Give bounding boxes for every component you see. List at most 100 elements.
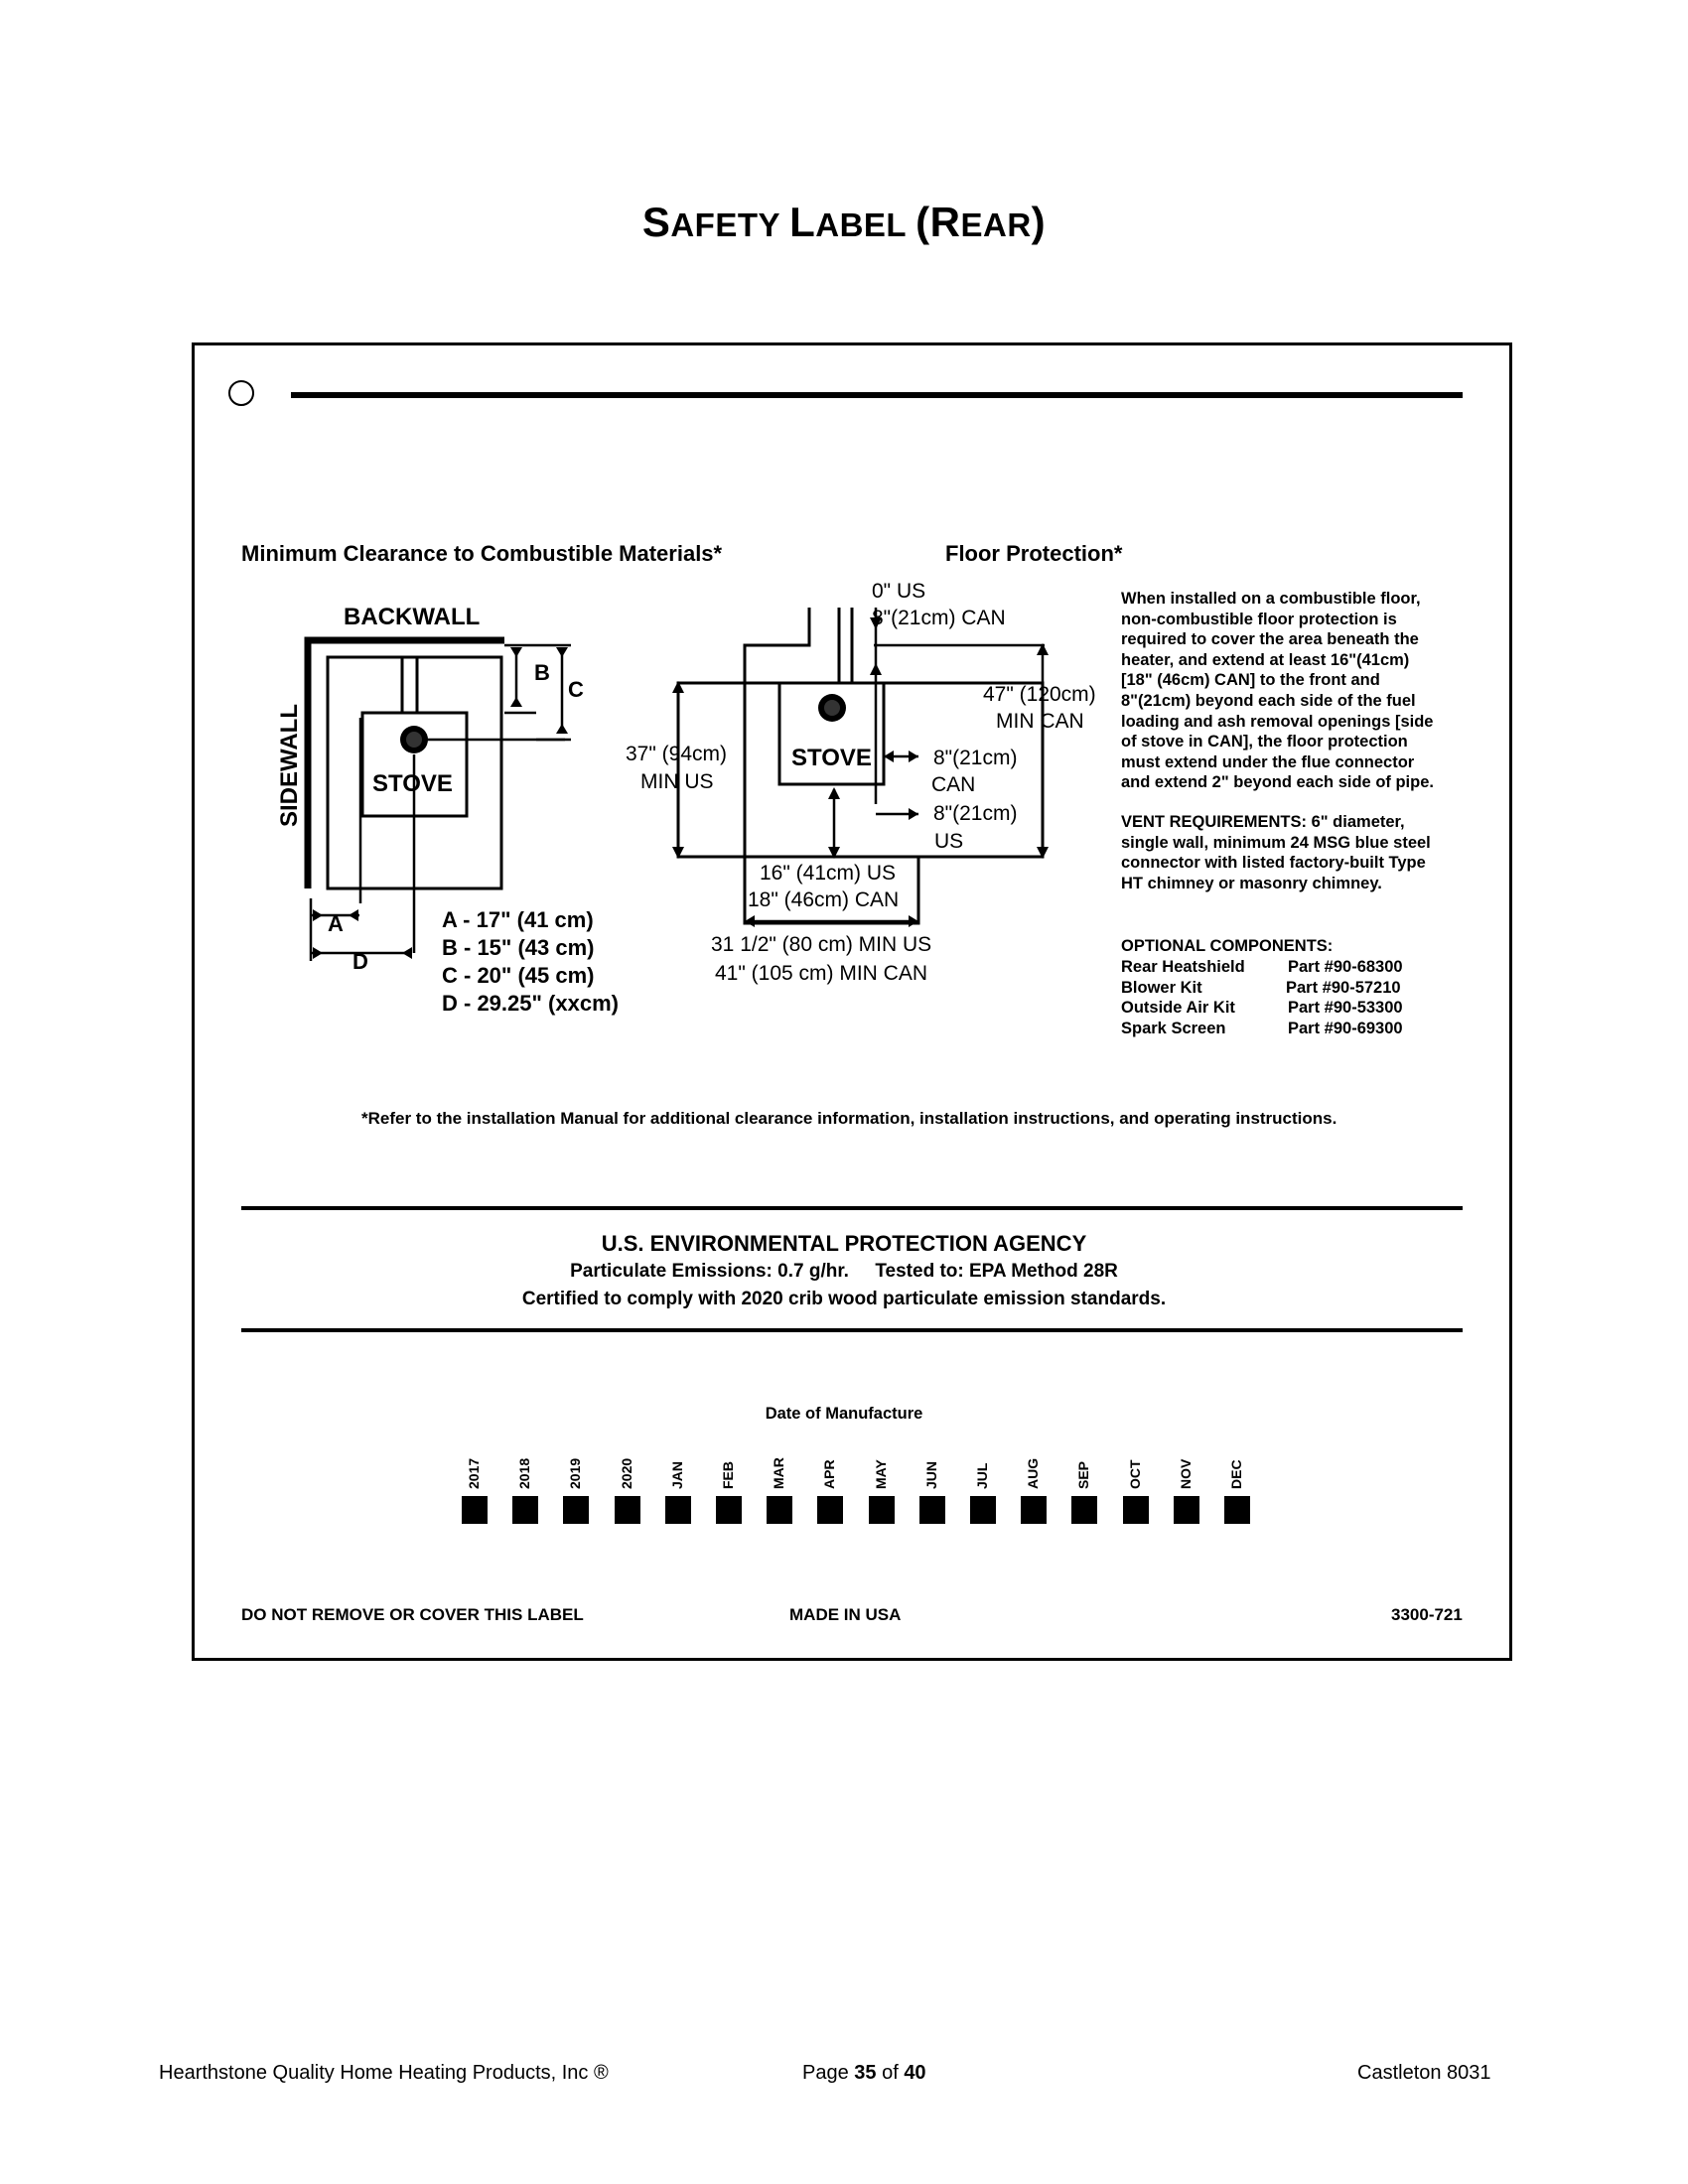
manufacture-punch-box[interactable] xyxy=(817,1496,844,1524)
manufacture-label: MAR xyxy=(771,1457,787,1489)
manufacture-punch-box[interactable] xyxy=(664,1496,691,1524)
manufacture-label: OCT xyxy=(1126,1459,1143,1489)
floor-width-can: 41" (105 cm) MIN CAN xyxy=(715,962,927,985)
floor-text-line: heater, and extend at least 16"(41cm) xyxy=(1121,650,1410,669)
floor-right-47: 47" (120cm) xyxy=(983,683,1096,706)
floor-text-line: [18" (46cm) CAN] to the front and xyxy=(1121,671,1380,690)
clearance-letter-b: B xyxy=(534,660,550,685)
manufacture-label: DEC xyxy=(1228,1459,1244,1489)
floor-left-37: 37" (94cm) xyxy=(626,743,727,765)
label-part-number: 3300-721 xyxy=(1391,1605,1463,1624)
floor-side-can-1: 8"(21cm) xyxy=(933,747,1018,769)
epa-emissions: Particulate Emissions: 0.7 g/hr. Tested … xyxy=(570,1261,1118,1282)
floor-text-line: 8"(21cm) beyond each side of the fuel xyxy=(1121,691,1416,710)
part-number: Part #90-57210 xyxy=(1286,978,1401,997)
floor-text-line: must extend under the flue connector xyxy=(1121,752,1415,771)
epa-agency: U.S. ENVIRONMENTAL PROTECTION AGENCY xyxy=(601,1231,1087,1256)
manufacture-punch-box[interactable] xyxy=(1173,1496,1199,1524)
floor-bottom-can: 18" (46cm) CAN xyxy=(748,888,900,911)
part-row: Rear Heatshield Part #90-68300 xyxy=(1121,957,1403,978)
clearance-stove-label: STOVE xyxy=(372,770,453,797)
floor-text-line: loading and ash removal openings [side xyxy=(1121,712,1434,731)
floor-protection-text: When installed on a combustible floor, n… xyxy=(1121,589,1434,793)
part-number: Part #90-68300 xyxy=(1288,958,1403,976)
manufacture-punch-box[interactable] xyxy=(868,1496,895,1524)
floor-left-min-us: MIN US xyxy=(640,770,714,793)
manufacture-punch-box[interactable] xyxy=(1021,1496,1048,1524)
part-row: Blower Kit Part #90-57210 xyxy=(1121,978,1403,999)
clearance-heading: Minimum Clearance to Combustible Materia… xyxy=(241,541,723,566)
manufacture-label: JAN xyxy=(668,1460,685,1489)
manufacture-label: 2019 xyxy=(567,1457,584,1489)
manufacture-label: AUG xyxy=(1025,1457,1042,1489)
vent-text-line: VENT REQUIREMENTS: 6" diameter, xyxy=(1121,813,1405,831)
manufacture-label: NOV xyxy=(1177,1458,1194,1489)
made-in-usa-text: MADE IN USA xyxy=(789,1605,902,1624)
legend-b: B - 15" (43 cm) xyxy=(442,935,595,960)
date-of-manufacture-title: Date of Manufacture xyxy=(765,1405,923,1423)
manufacture-punch-box[interactable] xyxy=(462,1496,488,1524)
floor-text-line: of stove in CAN], the floor protection xyxy=(1121,733,1408,751)
part-row: Spark Screen Part #90-69300 xyxy=(1121,1019,1403,1039)
manufacture-punch-box[interactable] xyxy=(918,1496,945,1524)
manufacture-label: 2020 xyxy=(618,1457,634,1489)
mounting-hole-icon xyxy=(228,380,254,406)
manufacture-punch-box[interactable] xyxy=(1071,1496,1098,1524)
manufacture-punch-box[interactable] xyxy=(970,1496,996,1524)
manufacture-label: APR xyxy=(821,1459,838,1489)
manufacture-punch-box[interactable] xyxy=(767,1496,793,1524)
clearance-letter-d: D xyxy=(352,949,368,974)
floor-width-us: 31 1/2" (80 cm) MIN US xyxy=(711,933,932,956)
model-footer: Castleton 8031 xyxy=(1357,2062,1491,2084)
vent-text-line: single wall, minimum 24 MSG blue steel xyxy=(1121,833,1431,852)
company-footer: Hearthstone Quality Home Heating Product… xyxy=(159,2062,609,2084)
safety-label-box xyxy=(192,342,1512,1661)
legend-a: A - 17" (41 cm) xyxy=(442,907,594,932)
floor-stove-label: STOVE xyxy=(791,745,872,771)
part-number: Part #90-69300 xyxy=(1288,1019,1403,1037)
page-total: 40 xyxy=(904,2062,926,2084)
vent-text-line: connector with listed factory-built Type xyxy=(1121,854,1426,873)
floor-text-line: When installed on a combustible floor, xyxy=(1121,590,1421,608)
floor-text-line: non-combustible floor protection is xyxy=(1121,610,1397,628)
floor-top-can: 8"(21cm) CAN xyxy=(872,607,1006,629)
clearance-legend: A - 17" (41 cm) B - 15" (43 cm) C - 20" … xyxy=(442,906,619,1018)
floor-side-can-2: CAN xyxy=(931,773,976,796)
vent-requirements-text: VENT REQUIREMENTS: 6" diameter, single w… xyxy=(1121,812,1431,893)
page-of: of xyxy=(876,2062,905,2084)
part-name: Blower Kit xyxy=(1121,978,1202,997)
manufacture-punch-box[interactable] xyxy=(1122,1496,1149,1524)
optional-components-list: Rear Heatshield Part #90-68300 Blower Kit… xyxy=(1121,957,1403,1038)
part-name: Rear Heatshield xyxy=(1121,958,1245,976)
top-rule xyxy=(291,392,1463,398)
epa-certified: Certified to comply with 2020 crib wood … xyxy=(521,1289,1167,1309)
page-title: SAFETY LABEL (REAR) xyxy=(641,199,1047,245)
optional-components-heading: OPTIONAL COMPONENTS: xyxy=(1121,937,1334,955)
manufacture-punch-box[interactable] xyxy=(512,1496,539,1524)
do-not-remove-text: DO NOT REMOVE OR COVER THIS LABEL xyxy=(241,1605,584,1624)
manufacture-punch-box[interactable] xyxy=(716,1496,742,1524)
clearance-letter-c: C xyxy=(568,677,584,702)
manufacture-punch-box[interactable] xyxy=(1224,1496,1250,1524)
floor-top-us: 0" US xyxy=(872,580,926,603)
epa-bottom-rule xyxy=(241,1328,1463,1332)
manufacture-label: JUN xyxy=(922,1460,939,1489)
manufacture-label: MAY xyxy=(872,1459,889,1489)
vent-text-line: HT chimney or masonry chimney. xyxy=(1121,874,1382,892)
page-number: Page 35 of 40 xyxy=(802,2062,926,2085)
manufacture-label: JUL xyxy=(974,1462,990,1489)
manufacture-punch-box[interactable] xyxy=(563,1496,590,1524)
floor-side-us-1: 8"(21cm) xyxy=(933,802,1018,825)
floor-bottom-us: 16" (41cm) US xyxy=(760,862,896,885)
backwall-label: BACKWALL xyxy=(344,604,481,630)
page-prefix: Page xyxy=(802,2062,855,2084)
clearance-letter-a: A xyxy=(328,911,344,936)
manufacture-punch-box[interactable] xyxy=(614,1496,640,1524)
part-name: Spark Screen xyxy=(1121,1019,1226,1037)
floor-text-line: and extend 2" beyond each side of pipe. xyxy=(1121,773,1434,792)
floor-protection-heading: Floor Protection* xyxy=(945,541,1123,566)
epa-top-rule xyxy=(241,1206,1463,1210)
floor-right-min-can: MIN CAN xyxy=(996,710,1084,733)
